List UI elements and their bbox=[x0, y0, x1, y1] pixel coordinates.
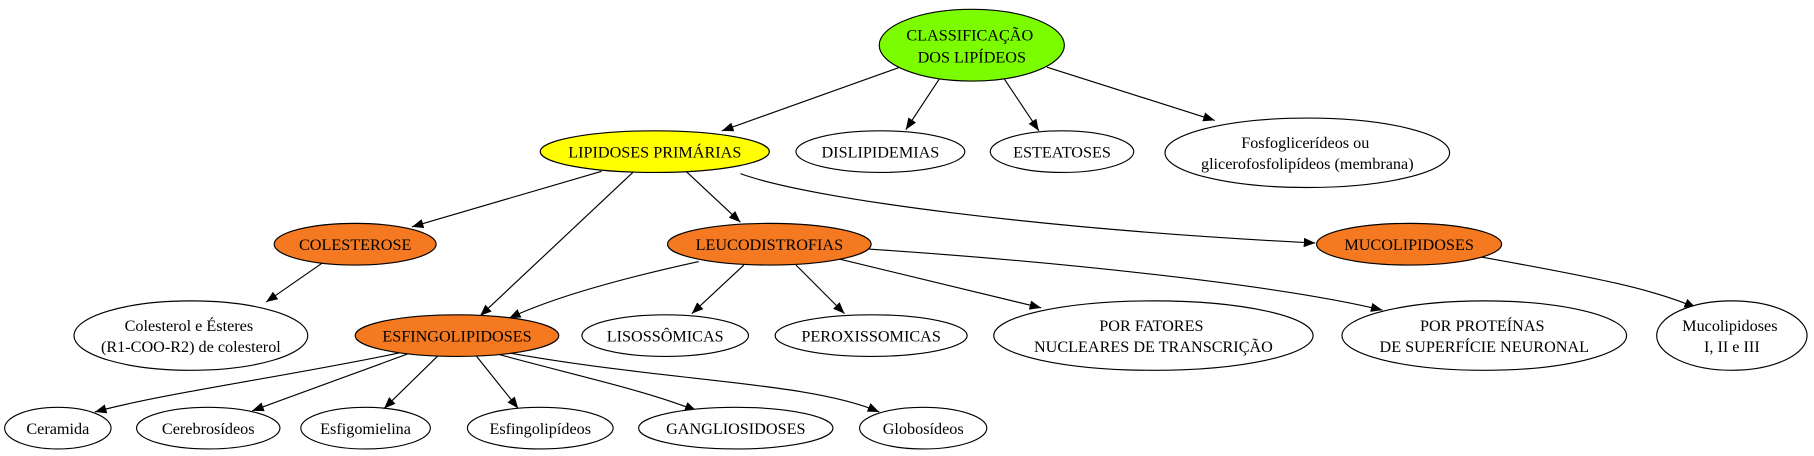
node-gangliosidoses: GANGLIOSIDOSES bbox=[638, 406, 834, 450]
node-mucolipidoses-tipos-shape bbox=[1656, 300, 1808, 371]
edge-leucodistrofias-to-peroxissomicas bbox=[795, 264, 845, 315]
node-cerebrosideos: Cerebrosídeos bbox=[135, 406, 281, 450]
node-esfingolipidoses-shape bbox=[354, 314, 560, 357]
node-esfingolipidoses: ESFINGOLIPIDOSES bbox=[354, 314, 560, 357]
edge-mucolipidoses-to-mucolipidoses-tipos bbox=[1480, 256, 1697, 309]
node-colesterose-shape bbox=[273, 222, 437, 266]
node-colesterol-esteres-line-2: (R1-COO-R2) de colesterol bbox=[101, 338, 281, 356]
edge-esfingolipidoses-to-ceramida bbox=[94, 352, 400, 414]
node-colesterol-esteres: Colesterol e Ésteres (R1-COO-R2) de cole… bbox=[73, 300, 309, 371]
node-esfigomielina-label: Esfigomielina bbox=[320, 420, 411, 438]
node-esfigomielina-shape bbox=[300, 406, 431, 450]
node-root-line-2: DOS LIPÍDEOS bbox=[918, 48, 1026, 67]
node-proteinas-superficie-line-1: POR PROTEÍNAS bbox=[1420, 316, 1545, 335]
edge-esfingolipidoses-to-cerebrosideos bbox=[252, 353, 408, 412]
node-fatores-nucleares-label: POR FATORES NUCLEARES DE TRANSCRIÇÃO bbox=[1034, 317, 1273, 356]
node-root-label: CLASSIFICAÇÃO DOS LIPÍDEOS bbox=[906, 27, 1037, 67]
edge-lipidoses-to-colesterose bbox=[411, 170, 602, 229]
node-cerebrosideos-label: Cerebrosídeos bbox=[162, 420, 255, 438]
node-mucolipidoses-tipos-line-2: I, II e III bbox=[1704, 338, 1760, 356]
node-esteatoses: ESTEATOSES bbox=[989, 130, 1135, 174]
edge-lipidoses-to-mucolipidoses bbox=[740, 173, 1316, 248]
node-fatores-nucleares-line-2: NUCLEARES DE TRANSCRIÇÃO bbox=[1034, 338, 1273, 356]
edge-colesterose-to-colesterol-esteres bbox=[265, 262, 324, 303]
node-root-shape bbox=[878, 8, 1065, 82]
node-esteatoses-label: ESTEATOSES bbox=[1013, 143, 1111, 161]
edges bbox=[94, 66, 1697, 414]
edge-root-to-fosfoglicerideos bbox=[1046, 66, 1215, 122]
node-colesterol-esteres-label: Colesterol e Ésteres (R1-COO-R2) de cole… bbox=[101, 316, 281, 356]
node-globosideos-shape bbox=[858, 406, 988, 450]
node-mucolipidoses-label: MUCOLIPIDOSES bbox=[1344, 236, 1474, 254]
edge-root-to-esteatoses bbox=[1003, 78, 1040, 132]
node-fatores-nucleares: POR FATORES NUCLEARES DE TRANSCRIÇÃO bbox=[993, 300, 1314, 371]
node-fosfoglicerideos: Fosfoglicerídeos ou glicerofosfolipídeos… bbox=[1164, 117, 1451, 189]
node-esfingolipideos-shape bbox=[466, 406, 614, 450]
node-root: CLASSIFICAÇÃO DOS LIPÍDEOS bbox=[878, 8, 1065, 82]
node-mucolipidoses-tipos: Mucolipidoses I, II e III bbox=[1656, 300, 1808, 371]
node-lisossomicas-shape bbox=[581, 314, 750, 357]
node-fosfoglicerideos-line-1: Fosfoglicerídeos ou bbox=[1241, 134, 1369, 152]
node-mucolipidoses-tipos-line-1: Mucolipidoses bbox=[1682, 317, 1777, 335]
node-peroxissomicas: PEROXISSOMICAS bbox=[774, 314, 968, 357]
node-dislipidemias: DISLIPIDEMIAS bbox=[795, 130, 966, 174]
node-gangliosidoses-shape bbox=[638, 406, 834, 450]
node-globosideos-label: Globosídeos bbox=[883, 420, 964, 438]
node-lipidoses-primarias-shape bbox=[539, 130, 770, 174]
node-lisossomicas-label: LISOSSÔMICAS bbox=[607, 326, 724, 345]
node-peroxissomicas-shape bbox=[774, 314, 968, 357]
node-peroxissomicas-label: PEROXISSOMICAS bbox=[801, 327, 940, 345]
node-ceramida-shape bbox=[4, 406, 112, 450]
edge-esfingolipidoses-to-globosideos bbox=[508, 352, 880, 413]
node-leucodistrofias: LEUCODISTROFIAS bbox=[666, 222, 872, 266]
node-proteinas-superficie: POR PROTEÍNAS DE SUPERFÍCIE NEURONAL bbox=[1341, 300, 1628, 371]
node-fosfoglicerideos-label: Fosfoglicerídeos ou glicerofosfolipídeos… bbox=[1201, 134, 1414, 173]
node-mucolipidoses-tipos-label: Mucolipidoses I, II e III bbox=[1682, 317, 1781, 356]
node-cerebrosideos-shape bbox=[135, 406, 281, 450]
node-ceramida-label: Ceramida bbox=[26, 420, 89, 438]
node-esfingolipideos-label: Esfingolipídeos bbox=[489, 420, 591, 438]
node-colesterol-esteres-line-1: Colesterol e Ésteres bbox=[125, 316, 254, 335]
node-fosfoglicerideos-line-2: glicerofosfolipídeos (membrana) bbox=[1201, 155, 1414, 173]
node-dislipidemias-label: DISLIPIDEMIAS bbox=[821, 143, 939, 161]
node-lipidoses-primarias: LIPIDOSES PRIMÁRIAS bbox=[539, 130, 770, 174]
edge-esfingolipidoses-to-esfigomielina bbox=[383, 356, 438, 409]
node-proteinas-superficie-line-2: DE SUPERFÍCIE NEURONAL bbox=[1380, 337, 1590, 356]
node-fosfoglicerideos-shape bbox=[1164, 117, 1451, 189]
edge-esfingolipidoses-to-esfingolipideos bbox=[476, 356, 519, 409]
edge-root-to-dislipidemias bbox=[905, 78, 940, 130]
node-fatores-nucleares-shape bbox=[993, 300, 1314, 371]
edge-root-to-lipidoses-primarias bbox=[721, 66, 901, 132]
node-colesterol-esteres-shape bbox=[73, 300, 309, 371]
edge-lipidoses-to-leucodistrofias bbox=[685, 170, 741, 223]
node-mucolipidoses-shape bbox=[1315, 222, 1503, 266]
edge-esfingolipidoses-to-gangliosidoses bbox=[497, 353, 697, 412]
node-esfingolipidoses-label: ESFINGOLIPIDOSES bbox=[382, 327, 531, 345]
node-fatores-nucleares-line-1: POR FATORES bbox=[1099, 317, 1203, 335]
node-colesterose: COLESTEROSE bbox=[273, 222, 437, 266]
edge-lipidoses-to-esfingolipidoses bbox=[479, 172, 634, 317]
node-leucodistrofias-label: LEUCODISTROFIAS bbox=[696, 236, 844, 254]
node-esfingolipideos: Esfingolipídeos bbox=[466, 406, 614, 450]
node-esteatoses-shape bbox=[989, 130, 1135, 174]
edge-leucodistrofias-to-lisossomicas bbox=[691, 264, 745, 315]
edge-leucodistrofias-to-fatores-nucleares bbox=[839, 258, 1042, 310]
node-lipidoses-primarias-label: LIPIDOSES PRIMÁRIAS bbox=[568, 142, 741, 161]
node-proteinas-superficie-label: POR PROTEÍNAS DE SUPERFÍCIE NEURONAL bbox=[1380, 316, 1590, 356]
node-leucodistrofias-shape bbox=[666, 222, 872, 266]
node-dislipidemias-shape bbox=[795, 130, 966, 174]
node-mucolipidoses: MUCOLIPIDOSES bbox=[1315, 222, 1503, 266]
edge-leucodistrofias-to-esfingolipidoses bbox=[508, 260, 699, 319]
node-ceramida: Ceramida bbox=[4, 406, 112, 450]
node-proteinas-superficie-shape bbox=[1341, 300, 1628, 371]
node-lisossomicas: LISOSSÔMICAS bbox=[581, 314, 750, 357]
node-esfigomielina: Esfigomielina bbox=[300, 406, 431, 450]
node-globosideos: Globosídeos bbox=[858, 406, 988, 450]
node-root-line-1: CLASSIFICAÇÃO bbox=[906, 27, 1033, 45]
edge-leucodistrofias-to-proteinas-superficie bbox=[865, 248, 1383, 312]
node-gangliosidoses-label: GANGLIOSIDOSES bbox=[666, 420, 805, 438]
node-colesterose-label: COLESTEROSE bbox=[299, 236, 412, 254]
